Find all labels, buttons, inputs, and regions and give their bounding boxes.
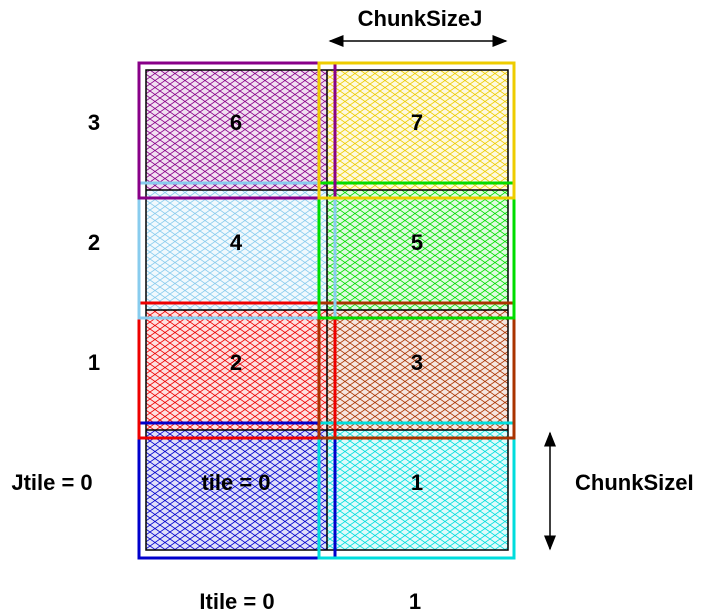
tile-label-1: 1 [411, 470, 423, 495]
tile-4-fill [146, 190, 327, 310]
tile-label-5: 5 [411, 230, 423, 255]
row-label-2: 2 [88, 230, 100, 255]
tile-3-fill [327, 310, 508, 430]
tile-0-border [137, 421, 337, 560]
tile-6-border [137, 61, 337, 200]
chunk-size-j-dimension: ChunkSizeJ [328, 6, 508, 47]
grid-outline [145, 69, 509, 551]
row-label-0: Jtile = 0 [11, 470, 92, 495]
column-label-1: 1 [409, 589, 421, 614]
tile-label-2: 2 [230, 350, 242, 375]
tile-2-fill [146, 310, 327, 430]
tile-0-fill [146, 430, 327, 550]
tile-4-border [137, 181, 337, 320]
tile-1-fill [327, 430, 508, 550]
tile-label-4: 4 [230, 230, 243, 255]
row-label-3: 3 [88, 110, 100, 135]
tile-7-border [317, 61, 516, 200]
column-labels: Itile = 0 1 [199, 589, 421, 614]
tile-3-border [317, 301, 516, 440]
chunk-size-j-label: ChunkSizeJ [358, 6, 483, 31]
tile-5-fill [327, 190, 508, 310]
tile-fills [146, 70, 508, 550]
tile-2-border [137, 301, 337, 440]
row-labels: Jtile = 0 1 2 3 [11, 110, 100, 495]
tile-label-7: 7 [411, 110, 423, 135]
tile-borders [137, 61, 516, 560]
tile-5-border [317, 181, 516, 320]
chunk-size-i-label: ChunkSizeI [575, 470, 694, 495]
tile-label-6: 6 [230, 110, 242, 135]
chunk-size-i-dimension: ChunkSizeI [544, 431, 694, 551]
tile-1-border [317, 421, 516, 560]
tile-label-3: 3 [411, 350, 423, 375]
row-label-1: 1 [88, 350, 100, 375]
tile-7-fill [327, 70, 508, 190]
tile-labels: tile = 0 1 2 3 4 5 6 7 [201, 110, 423, 495]
tile-label-0: tile = 0 [201, 470, 270, 495]
column-label-0: Itile = 0 [199, 589, 274, 614]
tile-6-fill [146, 70, 327, 190]
